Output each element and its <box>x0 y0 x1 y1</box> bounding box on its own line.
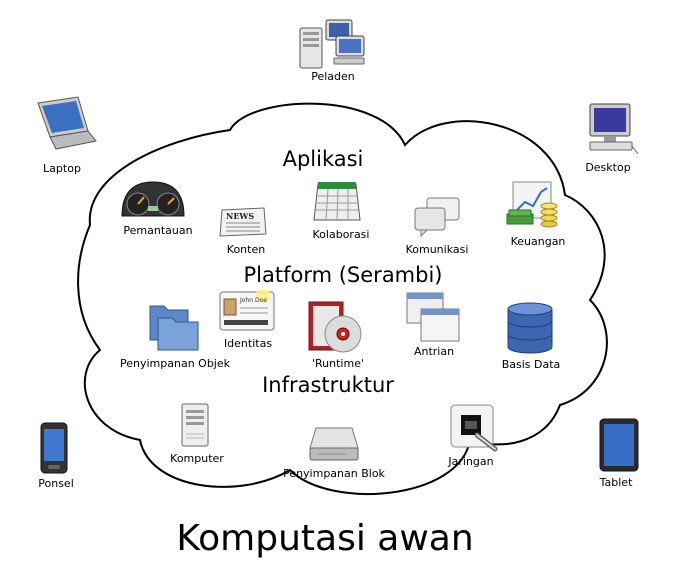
server-tower-icon <box>181 403 209 447</box>
queue-label: Antrian <box>413 345 455 358</box>
chat-bubbles-icon <box>414 197 460 238</box>
phone-icon <box>40 422 68 474</box>
server-icon <box>299 19 365 69</box>
section-infrastructure: Infrastruktur <box>262 373 394 397</box>
desktop-icon <box>589 103 639 155</box>
monitoring-label: Pemantauan <box>123 224 193 237</box>
hard-drive-icon <box>309 427 359 461</box>
block-storage-label: Penyimpanan Blok <box>283 467 385 480</box>
network-label: Jaringan <box>448 455 494 468</box>
laptop-icon <box>37 96 97 150</box>
laptop-label: Laptop <box>43 162 81 175</box>
newspaper-masthead: NEWS <box>226 211 254 221</box>
tablet-label: Tablet <box>599 476 633 489</box>
id-card-icon: John Doe <box>219 290 275 331</box>
object-storage-label: Penyimpanan Objek <box>120 357 230 370</box>
section-applications: Aplikasi <box>282 147 364 171</box>
id-card-name: John Doe <box>239 297 267 304</box>
server-label: Peladen <box>311 70 355 83</box>
database-label: Basis Data <box>501 358 561 371</box>
collaboration-label: Kolaborasi <box>312 228 370 241</box>
dashboard-gauge-icon <box>121 181 185 217</box>
diagram-title: Komputasi awan <box>176 518 474 559</box>
database-icon <box>507 302 553 354</box>
folder-icon <box>149 305 199 351</box>
queue-windows-icon <box>406 292 460 342</box>
finance-chart-icon <box>506 181 558 228</box>
network-port-icon <box>450 404 498 452</box>
phone-label: Ponsel <box>38 477 74 490</box>
calendar-icon <box>313 182 361 221</box>
compute-label: Komputer <box>170 452 224 465</box>
newspaper-icon: NEWS <box>219 207 267 237</box>
content-label: Konten <box>226 243 266 256</box>
finance-label: Keuangan <box>510 235 566 248</box>
desktop-label: Desktop <box>585 161 631 174</box>
section-platform: Platform (Serambi) <box>243 263 443 287</box>
runtime-disc-icon <box>308 301 362 353</box>
runtime-label: 'Runtime' <box>312 357 364 370</box>
identity-label: Identitas <box>223 337 273 350</box>
communication-label: Komunikasi <box>405 243 469 256</box>
tablet-icon <box>599 418 639 472</box>
